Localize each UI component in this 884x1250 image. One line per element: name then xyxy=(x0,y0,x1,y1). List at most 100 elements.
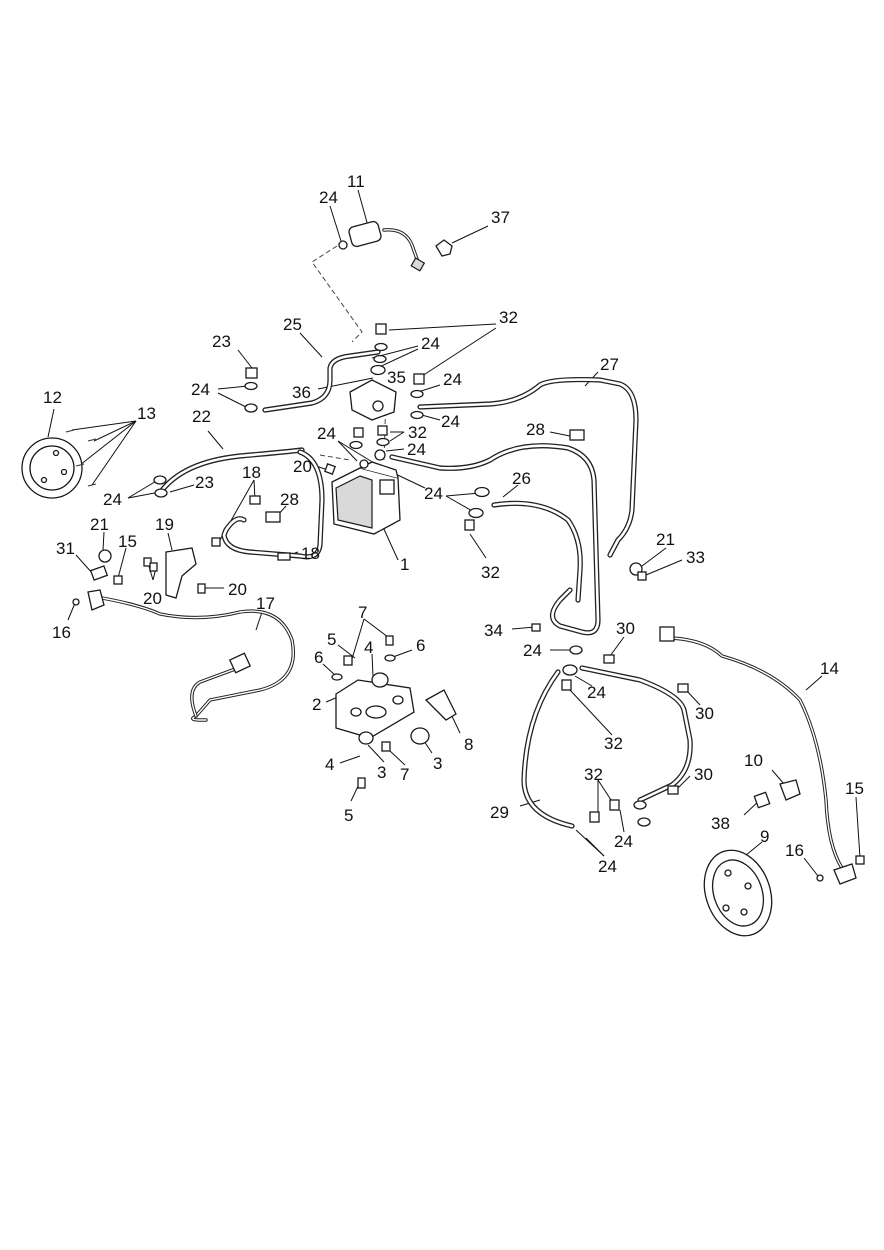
callout-30: 30 xyxy=(694,765,713,784)
callout-35: 35 xyxy=(387,368,406,387)
washers-24 xyxy=(153,425,490,531)
callout-15: 15 xyxy=(845,779,864,798)
front-sensor-connector-17 xyxy=(228,652,252,674)
banjo-bolt-32 xyxy=(370,323,425,420)
callout-28: 28 xyxy=(526,420,545,439)
callout-24: 24 xyxy=(103,490,122,509)
callout-24: 24 xyxy=(587,683,606,702)
junction-block-35 xyxy=(349,379,397,421)
callout-20: 20 xyxy=(228,580,247,599)
callout-labels: 1 2 3 3 4 4 5 5 6 6 7 7 8 9 10 11 12 13 … xyxy=(43,172,864,876)
callout-12: 12 xyxy=(43,388,62,407)
callout-6: 6 xyxy=(314,648,323,667)
callout-32: 32 xyxy=(481,563,500,582)
callout-15: 15 xyxy=(118,532,137,551)
abs-modulator-1 xyxy=(331,449,401,535)
callout-22: 22 xyxy=(192,407,211,426)
bracket-2 xyxy=(335,679,415,739)
clamp-28 xyxy=(265,429,585,523)
callout-38: 38 xyxy=(711,814,730,833)
bracket-19 xyxy=(165,547,197,599)
callout-32: 32 xyxy=(499,308,518,327)
callout-9: 9 xyxy=(760,827,769,846)
callout-7: 7 xyxy=(358,603,367,622)
callout-37: 37 xyxy=(491,208,510,227)
fitting-34 xyxy=(531,623,541,632)
callout-19: 19 xyxy=(155,515,174,534)
callout-4: 4 xyxy=(364,638,373,657)
bolts-5-6-7 xyxy=(331,635,396,789)
clips-30 xyxy=(603,654,689,795)
callout-24: 24 xyxy=(319,188,338,207)
callout-30: 30 xyxy=(616,619,635,638)
callout-11: 11 xyxy=(347,172,365,191)
bolt-33 xyxy=(637,571,647,581)
callout-6: 6 xyxy=(416,636,425,655)
callout-36: 36 xyxy=(292,383,311,402)
callout-21: 21 xyxy=(656,530,675,549)
callout-5: 5 xyxy=(327,630,336,649)
callout-24: 24 xyxy=(317,424,336,443)
callout-24: 24 xyxy=(614,832,633,851)
callout-34: 34 xyxy=(484,621,503,640)
callout-1: 1 xyxy=(400,555,409,574)
callout-18: 18 xyxy=(301,544,320,563)
callout-24: 24 xyxy=(424,484,443,503)
callout-33: 33 xyxy=(686,548,705,567)
callout-29: 29 xyxy=(490,803,509,822)
callout-26: 26 xyxy=(512,469,531,488)
brake-hoses xyxy=(157,349,693,829)
callout-24: 24 xyxy=(421,334,440,353)
callout-24: 24 xyxy=(443,370,462,389)
sensor-wires xyxy=(100,228,844,870)
callout-24: 24 xyxy=(441,412,460,431)
callout-14: 14 xyxy=(820,659,839,678)
callout-25: 25 xyxy=(283,315,302,334)
callout-24: 24 xyxy=(407,440,426,459)
callout-4: 4 xyxy=(325,755,334,774)
callout-24: 24 xyxy=(598,857,617,876)
callout-23: 23 xyxy=(195,473,214,492)
banjo-fittings-rear xyxy=(561,645,651,827)
front-reluctor-ring-12 xyxy=(21,437,83,499)
rear-sensor-16 xyxy=(816,855,865,885)
callout-21: 21 xyxy=(90,515,109,534)
bracket-8 xyxy=(424,689,457,721)
callout-20: 20 xyxy=(293,457,312,476)
callout-16: 16 xyxy=(785,841,804,860)
callout-16: 16 xyxy=(52,623,71,642)
callout-8: 8 xyxy=(464,735,473,754)
callout-3: 3 xyxy=(377,763,386,782)
callout-13: 13 xyxy=(137,404,156,423)
callout-2: 2 xyxy=(312,695,321,714)
callout-20: 20 xyxy=(143,589,162,608)
sensor-front-16 xyxy=(72,565,123,611)
pressure-sensor-11 xyxy=(338,220,426,272)
callout-24: 24 xyxy=(191,380,210,399)
clip-18 xyxy=(211,495,291,561)
bolt-23 xyxy=(244,367,258,413)
callout-10: 10 xyxy=(744,751,763,770)
callout-17: 17 xyxy=(256,594,275,613)
callout-32: 32 xyxy=(584,765,603,784)
callout-32: 32 xyxy=(604,734,623,753)
callout-24: 24 xyxy=(523,641,542,660)
callout-32: 32 xyxy=(408,423,427,442)
bleed-valve-38 xyxy=(753,791,771,809)
callout-18: 18 xyxy=(242,463,261,482)
callout-31: 31 xyxy=(56,539,75,558)
rear-reluctor-ring-9 xyxy=(703,849,773,937)
sensor-10 xyxy=(779,779,801,801)
grommet-3 xyxy=(358,672,430,745)
callout-3: 3 xyxy=(433,754,442,773)
callout-23: 23 xyxy=(212,332,231,351)
callout-27: 27 xyxy=(600,355,619,374)
callout-5: 5 xyxy=(344,806,353,825)
screws-13 xyxy=(65,429,97,487)
bolt-20 xyxy=(143,463,336,594)
clip-37 xyxy=(435,239,453,257)
components xyxy=(21,220,865,937)
callout-28: 28 xyxy=(280,490,299,509)
rear-sensor-connector-14 xyxy=(659,626,675,642)
